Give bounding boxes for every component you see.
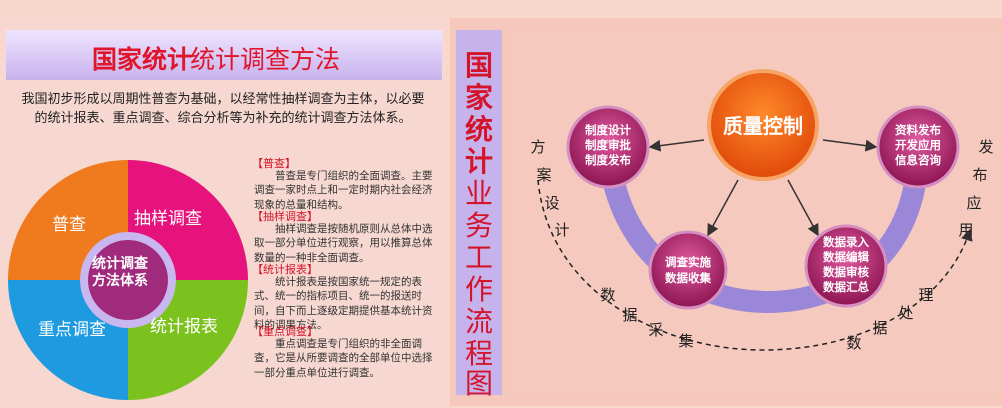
vtitle-char-3: 统 xyxy=(464,113,493,146)
arrow-to-collect xyxy=(707,179,739,237)
workflow-diagram: 质量控制 制度设计 制度审批 制度发布 资料发布 开发应用 信息咨询 调查实施 … xyxy=(530,69,994,352)
vtitle-char-8: 作 xyxy=(464,273,493,306)
vtitle-char-9: 流 xyxy=(464,305,493,338)
node-quality-control-label: 质量控制 xyxy=(723,114,803,138)
arrow-to-process xyxy=(787,179,819,237)
vtitle-char-4: 计 xyxy=(464,145,493,178)
node-process-l2: 数据编辑 xyxy=(823,250,869,264)
vtitle-char-7: 工 xyxy=(464,241,493,274)
node-collect xyxy=(648,230,728,310)
pie-label-zhongdian: 重点调查 xyxy=(38,320,106,340)
methods-pie xyxy=(8,160,248,400)
node-collect-l1: 调查实施 xyxy=(665,255,711,269)
node-process-l3: 数据审核 xyxy=(823,265,869,279)
node-publish-l1: 资料发布 xyxy=(895,123,941,137)
node-publish-l3: 信息咨询 xyxy=(895,153,941,167)
node-quality-control xyxy=(707,69,819,181)
def-body-zhongdian: 重点调查是专门组织的非全面调查，它是从所要调查的全部单位中选择一部分重点单位进行… xyxy=(254,338,433,379)
node-design xyxy=(566,105,650,189)
vtitle-char-10: 程 xyxy=(464,337,493,370)
pie-label-chouyang: 抽样调查 xyxy=(134,209,202,229)
node-design-l3: 制度发布 xyxy=(585,153,631,167)
arrow-to-design xyxy=(648,139,705,152)
vtitle-char-11: 图 xyxy=(464,367,493,400)
node-process xyxy=(804,224,888,308)
flow-ring xyxy=(597,146,929,314)
label-plan-4: 计 xyxy=(554,221,569,239)
label-collect-3: 采 xyxy=(648,321,663,339)
def-head-chouyang: 【抽样调查】 xyxy=(252,210,318,223)
label-publish-1: 发 xyxy=(978,138,993,156)
node-publish xyxy=(876,105,960,189)
left-title-bar xyxy=(6,30,442,80)
label-process-2: 据 xyxy=(872,319,887,337)
node-process-l4: 数据汇总 xyxy=(823,280,869,294)
pie-label-baobiao: 统计报表 xyxy=(150,317,218,337)
def-head-pucha: 【普查】 xyxy=(252,157,296,170)
page-title-strong: 国家统计 xyxy=(92,45,193,74)
label-collect-1: 数 xyxy=(600,286,615,304)
label-plan-3: 设 xyxy=(544,194,559,212)
pie-center-line1: 统计调查 xyxy=(92,256,148,272)
label-process-3: 处 xyxy=(898,304,913,322)
vtitle-char-5: 业 xyxy=(464,177,493,210)
def-head-zhongdian: 【重点调查】 xyxy=(252,325,318,338)
arrow-to-publish xyxy=(822,139,878,152)
label-process-1: 数 xyxy=(846,334,861,352)
intro-text: 我国初步形成以周期性普查为基础，以经常性抽样调查为主体，以必要的统计报表、重点调… xyxy=(21,92,425,126)
vtitle-char-6: 务 xyxy=(464,209,493,242)
def-head-baobiao: 【统计报表】 xyxy=(252,263,318,276)
page-title-rest: 统计调查方法 xyxy=(190,45,341,74)
def-body-pucha: 普查是专门组织的全面调查。主要调查一家时点上和一定时期内社会经济现象的总量和结构… xyxy=(254,170,433,211)
node-collect-l2: 数据收集 xyxy=(665,271,711,285)
pie-center-line2: 方法体系 xyxy=(92,273,148,289)
pie-label-pucha: 普查 xyxy=(52,215,86,235)
label-publish-2: 布 xyxy=(972,166,987,184)
def-body-chouyang: 抽样调查是按随机原则从总体中选取一部分单位进行观察，用以推算总体数量的一种非全面… xyxy=(254,223,433,264)
node-design-l2: 制度审批 xyxy=(585,138,631,152)
pie-center xyxy=(88,240,168,320)
label-process-4: 理 xyxy=(918,286,933,304)
def-body-baobiao: 统计报表是按国家统一规定的表式、统一的指标项目、统一的报送时间，自下而上逐级定期… xyxy=(254,276,433,331)
vertical-title-bar xyxy=(456,30,502,395)
label-collect-2: 据 xyxy=(622,306,637,324)
flow-dashed-loop xyxy=(537,179,973,351)
vtitle-char-2: 家 xyxy=(464,81,493,114)
label-publish-4: 用 xyxy=(958,221,973,239)
label-plan-2: 案 xyxy=(536,166,551,184)
label-plan-1: 方 xyxy=(530,138,545,156)
node-publish-l2: 开发应用 xyxy=(895,138,941,152)
node-design-l1: 制度设计 xyxy=(585,123,631,137)
label-publish-3: 应 xyxy=(966,194,981,212)
vtitle-char-1: 国 xyxy=(464,49,493,82)
label-collect-4: 集 xyxy=(678,332,693,350)
node-process-l1: 数据录入 xyxy=(823,235,869,249)
